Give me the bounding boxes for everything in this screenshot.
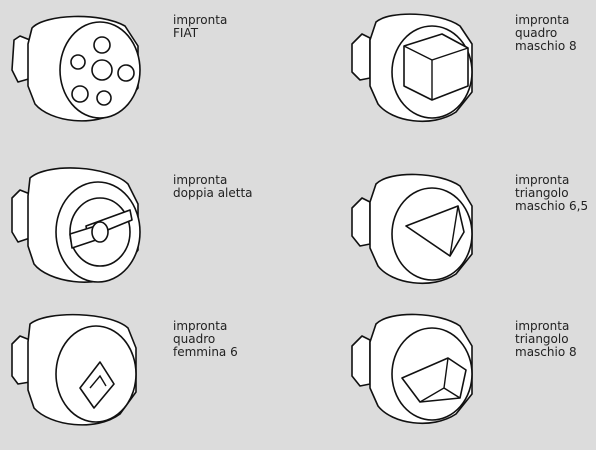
cartridge-label: impronta triangolo maschio 8 xyxy=(515,319,577,359)
cartridge-item-fiat: impronta FIAT xyxy=(0,0,298,144)
center-hole-icon xyxy=(91,221,109,243)
cartridge-triangle-male-65-illustration xyxy=(351,173,473,285)
cartridge-triangle-male-8-illustration xyxy=(351,313,473,425)
center-hole-icon xyxy=(91,59,113,81)
cartridge-item-triangolo-maschio-8: impronta triangolo maschio 8 xyxy=(340,306,596,450)
cartridge-label: impronta doppia aletta xyxy=(173,173,253,200)
cartridge-label: impronta FIAT xyxy=(173,13,228,40)
cartridge-label: impronta quadro maschio 8 xyxy=(515,13,577,53)
cartridge-item-doppia-aletta: impronta doppia aletta xyxy=(0,160,298,304)
cartridge-label: impronta triangolo maschio 6,5 xyxy=(515,173,589,213)
cartridge-square-male-illustration xyxy=(351,13,473,123)
cartridge-double-wing-illustration xyxy=(11,167,141,283)
cartridge-item-quadro-femmina-6: impronta quadro femmina 6 xyxy=(0,306,298,450)
cartridge-square-female-illustration xyxy=(11,313,137,426)
cartridge-fiat-illustration xyxy=(11,15,141,122)
cartridge-item-quadro-maschio-8: impronta quadro maschio 8 xyxy=(340,0,596,144)
cartridge-label: impronta quadro femmina 6 xyxy=(173,319,238,359)
cartridge-item-triangolo-maschio-6-5: impronta triangolo maschio 6,5 xyxy=(340,160,596,304)
